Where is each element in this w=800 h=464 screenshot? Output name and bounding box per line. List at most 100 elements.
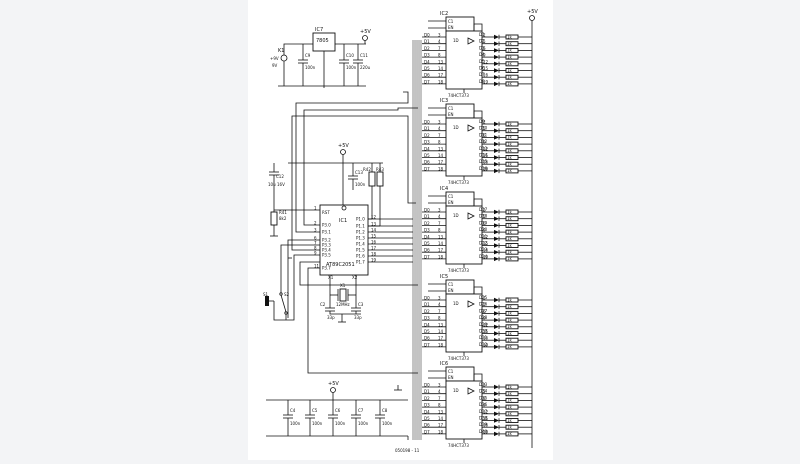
svg-text:33p: 33p — [327, 315, 335, 320]
led-resistor-value: 1k — [507, 331, 513, 336]
mcu-section: IC1 AT89C2051 RST 1P3.02P3.13P3.26P3.37P… — [263, 91, 418, 374]
led-icon — [494, 384, 499, 390]
svg-text:C10: C10 — [346, 53, 354, 58]
latch-input-label: D4 — [424, 322, 430, 327]
decoupling-cap-ref: C7 — [358, 408, 364, 413]
svg-text:S2: S2 — [284, 292, 290, 297]
latch-input-pin: 7 — [438, 309, 441, 314]
led-ref: D24 — [479, 254, 488, 259]
latch-input-pin: 18 — [438, 79, 444, 84]
connector-type: 9V — [272, 63, 278, 68]
svg-text:16V: 16V — [277, 182, 285, 187]
latch-input-label: D1 — [424, 389, 430, 394]
mcu-pin-number: 19 — [371, 258, 377, 263]
latch-output-pin: 16 — [483, 336, 489, 341]
latch-input-label: D7 — [424, 79, 430, 84]
led-ref: D7 — [479, 72, 485, 77]
latch-input-label: D3 — [424, 228, 430, 233]
mcu-pin-name: P3.4 — [322, 248, 331, 253]
led-icon — [494, 236, 499, 241]
led-ref: D4 — [479, 52, 485, 57]
latch-input-label: D0 — [424, 208, 430, 213]
decoupling-cap-ref: C8 — [382, 408, 388, 413]
mcu-pin-number: 18 — [371, 252, 377, 257]
latch-output-pin: 12 — [483, 59, 489, 64]
latch-input-pin: 17 — [438, 160, 444, 165]
led-icon — [494, 229, 499, 235]
led-icon — [494, 148, 499, 153]
led-resistor-value: 1k — [507, 344, 513, 349]
latch-output-pin: 12 — [483, 409, 489, 414]
latch-input-label: D5 — [424, 329, 430, 334]
latch-ref: IC5 — [440, 274, 448, 280]
led-icon — [494, 75, 499, 80]
led-icon — [494, 216, 499, 221]
latch-input-pin: 7 — [438, 221, 441, 226]
latch-input-label: D0 — [424, 296, 430, 301]
svg-text:X1: X1 — [340, 283, 346, 288]
latch-en-label: EN — [448, 112, 454, 117]
led-ref: D30 — [479, 329, 488, 334]
figure-number: 050198 - 11 — [395, 448, 420, 453]
led-resistor-value: 1k — [507, 68, 513, 73]
latch-output-pin: 19 — [483, 79, 489, 84]
latch-function-label: 1D — [453, 213, 459, 218]
latch-output-pin: 2 — [483, 208, 486, 213]
led-icon — [494, 81, 499, 87]
latch-input-pin: 4 — [438, 126, 441, 131]
latch-input-label: D5 — [424, 153, 430, 158]
latch-input-pin: 13 — [438, 409, 444, 414]
led-ref: D10 — [479, 126, 488, 131]
latch-input-label: D6 — [424, 423, 430, 428]
led-ref: D40 — [479, 429, 488, 434]
led-ref: D5 — [479, 59, 485, 64]
latch-part: 74HCT373 — [448, 356, 469, 361]
latch-input-label: D3 — [424, 53, 430, 58]
vcc-label-power: +5V — [360, 29, 371, 35]
latch-input-label: D3 — [424, 403, 430, 408]
latch-input-pin: 4 — [438, 389, 441, 394]
mcu-rst-label: RST — [322, 210, 330, 215]
latch-output-pin: 15 — [483, 416, 489, 421]
latch-output-pin: 6 — [483, 133, 486, 138]
led-resistor-value: 1k — [507, 338, 513, 343]
led-ref: D36 — [479, 402, 488, 407]
mcu-pin-number: 2 — [314, 221, 317, 226]
latch-input-label: D7 — [424, 342, 430, 347]
latch-input-label: D4 — [424, 59, 430, 64]
mcu-pin-name: P1.4 — [356, 242, 365, 247]
led-ref: D31 — [479, 335, 488, 340]
latch-output-pin: 19 — [483, 166, 489, 171]
latch-input-pin: 14 — [438, 241, 444, 246]
mcu-pin1-marker — [341, 205, 347, 211]
mcu-pin-name: P3.1 — [322, 230, 331, 235]
mcu-pins: 1P3.02P3.13P3.26P3.37P3.48P3.59P3.711P1.… — [314, 206, 413, 271]
latch-body — [445, 117, 483, 177]
latch-output-pin: 16 — [483, 160, 489, 165]
latch-body — [445, 30, 483, 90]
latch-en-label: EN — [448, 288, 454, 293]
latch-input-pin: 17 — [438, 423, 444, 428]
latch-output-pin: 19 — [483, 342, 489, 347]
led-ref: D35 — [479, 395, 488, 400]
latch-output-pin: 15 — [483, 241, 489, 246]
latch-part: 74HCT373 — [448, 443, 469, 448]
led-icon — [494, 223, 499, 228]
led-ref: D1 — [479, 32, 485, 37]
latch-input-pin: 13 — [438, 146, 444, 151]
decoupling-cap-value: 100n — [358, 421, 369, 426]
led-resistor-value: 1k — [507, 34, 513, 39]
regulator-ref: IC7 — [315, 27, 323, 33]
latch-input-label: D2 — [424, 396, 430, 401]
led-ref: D8 — [479, 79, 485, 84]
latch-input-label: D4 — [424, 409, 430, 414]
mcu-pin-number: 7 — [314, 241, 317, 246]
